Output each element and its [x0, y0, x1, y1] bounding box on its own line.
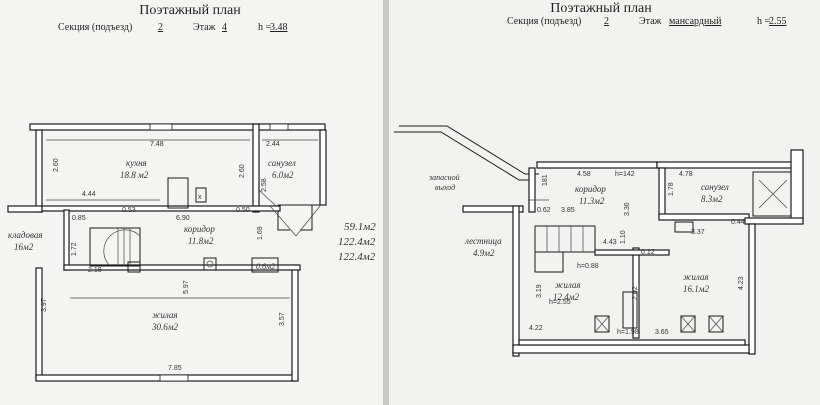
room-living2-area: 16.1м2 [683, 284, 709, 294]
svg-text:3.85: 3.85 [561, 207, 575, 214]
floor-label: Этаж [639, 16, 662, 27]
exit-label-line1: запасной [428, 173, 460, 182]
exit-label-line2: выход [435, 183, 455, 192]
room-kitchen-name: кухня [126, 158, 147, 168]
svg-text:4.58: 4.58 [577, 171, 591, 178]
room-kitchen-area: 18.8 м2 [120, 170, 149, 180]
svg-text:0.85: 0.85 [72, 215, 86, 222]
room-labels: запасной выход коридор 11.3м2 санузел 8.… [428, 173, 729, 302]
svg-text:2.18: 2.18 [88, 267, 102, 274]
svg-text:3.36: 3.36 [624, 202, 631, 216]
walls [394, 125, 804, 357]
svg-text:7.48: 7.48 [150, 141, 164, 148]
svg-text:h=0.88: h=0.88 [577, 263, 599, 270]
svg-text:3.97: 3.97 [41, 298, 48, 312]
dimension-labels: 7.48 2.44 2.60 2.60 2.58 4.44 0.53 6.90 … [41, 141, 286, 372]
svg-text:2.44: 2.44 [266, 141, 280, 148]
svg-text:0.53: 0.53 [122, 207, 136, 214]
room-living1-area: 12.4м2 [553, 292, 579, 302]
height-label: h = [258, 22, 272, 33]
svg-text:h=142: h=142 [615, 171, 635, 178]
room-living2-name: жилая [683, 272, 709, 282]
floor-plan-drawing-left: Поэтажный план Секция (подъезд) 2 Этаж 4… [7, 3, 376, 382]
room-living1-name: жилая [555, 280, 581, 290]
svg-text:x: x [198, 194, 202, 201]
floor-value: 4 [222, 22, 227, 33]
svg-text:4.22: 4.22 [529, 325, 543, 332]
floor-label: Этаж [193, 22, 216, 33]
floor-plan-drawing-right: Поэтажный план Секция (подъезд) 2 Этаж м… [394, 1, 804, 357]
room-stairs-area: 4.9м2 [473, 248, 495, 258]
floor-value: мансардный [669, 16, 722, 27]
room-small-area: 0.6м2 [256, 262, 275, 271]
room-labels: кухня 18.8 м2 санузел 6.0м2 коридор 11.8… [8, 158, 296, 332]
svg-text:3.19: 3.19 [536, 284, 543, 298]
room-bathroom-area: 6.0м2 [272, 170, 294, 180]
svg-text:3.57: 3.57 [279, 312, 286, 326]
room-storage-name: кладовая [8, 230, 43, 240]
svg-text:2.60: 2.60 [239, 164, 246, 178]
room-corridor-area: 11.8м2 [188, 236, 214, 246]
sheet-title: Поэтажный план [139, 3, 241, 18]
sheet-title: Поэтажный план [550, 1, 652, 16]
svg-text:4.44: 4.44 [82, 191, 96, 198]
svg-text:2.58: 2.58 [261, 178, 268, 192]
svg-text:3.65: 3.65 [655, 329, 669, 336]
room-bathroom-area: 8.3м2 [701, 194, 723, 204]
svg-text:2.60: 2.60 [53, 158, 60, 172]
height-value: 3.48 [270, 22, 288, 33]
section-label: Секция (подъезд) [58, 22, 132, 33]
svg-text:h=2.55: h=2.55 [549, 299, 571, 306]
svg-text:0.50: 0.50 [236, 207, 250, 214]
section-value: 2 [158, 22, 163, 33]
walls: x [7, 123, 327, 382]
svg-text:0.12: 0.12 [641, 249, 655, 256]
room-corridor-name: коридор [184, 224, 215, 234]
svg-text:3.37: 3.37 [691, 229, 705, 236]
floor-plan-sheet-attic: Поэтажный план Секция (подъезд) 2 Этаж м… [389, 0, 820, 405]
room-living-area: 30.6м2 [151, 322, 178, 332]
total-3: 122.4м2 [338, 251, 376, 263]
room-storage-area: 16м2 [14, 242, 34, 252]
svg-text:7.85: 7.85 [168, 365, 182, 372]
room-stairs-name: лестница [464, 236, 502, 246]
svg-text:0.44: 0.44 [731, 219, 745, 226]
section-label: Секция (подъезд) [507, 16, 581, 27]
total-2: 122.4м2 [338, 236, 376, 248]
svg-text:1.69: 1.69 [257, 226, 264, 240]
svg-text:1.78: 1.78 [668, 182, 675, 196]
svg-text:4.78: 4.78 [679, 171, 693, 178]
dimension-labels: 4.58 h=142 4.78 181 1.78 0.62 3.85 3.36 … [529, 171, 745, 336]
height-value: 2.55 [769, 16, 787, 27]
svg-text:6.90: 6.90 [176, 215, 190, 222]
svg-text:2.02: 2.02 [632, 286, 639, 300]
svg-text:0.62: 0.62 [537, 207, 551, 214]
sheet-divider [383, 0, 389, 405]
room-corridor-area: 11.3м2 [579, 196, 605, 206]
svg-text:181: 181 [542, 174, 549, 186]
floor-plan-sheet-4th-floor: Поэтажный план Секция (подъезд) 2 Этаж 4… [0, 0, 383, 405]
room-living-name: жилая [152, 310, 178, 320]
svg-text:h=1.98: h=1.98 [617, 329, 639, 336]
svg-text:5.97: 5.97 [183, 280, 190, 294]
room-corridor-name: коридор [575, 184, 606, 194]
total-1: 59.1м2 [344, 221, 376, 233]
svg-text:1.10: 1.10 [620, 230, 627, 244]
room-bathroom-name: санузел [268, 158, 296, 168]
room-bathroom-name: санузел [701, 182, 729, 192]
svg-text:4.43: 4.43 [603, 239, 617, 246]
height-label: h = [757, 16, 771, 27]
svg-text:1.72: 1.72 [71, 242, 78, 256]
section-value: 2 [604, 16, 609, 27]
svg-text:4.23: 4.23 [738, 276, 745, 290]
area-totals: 59.1м2 122.4м2 122.4м2 [338, 221, 376, 263]
